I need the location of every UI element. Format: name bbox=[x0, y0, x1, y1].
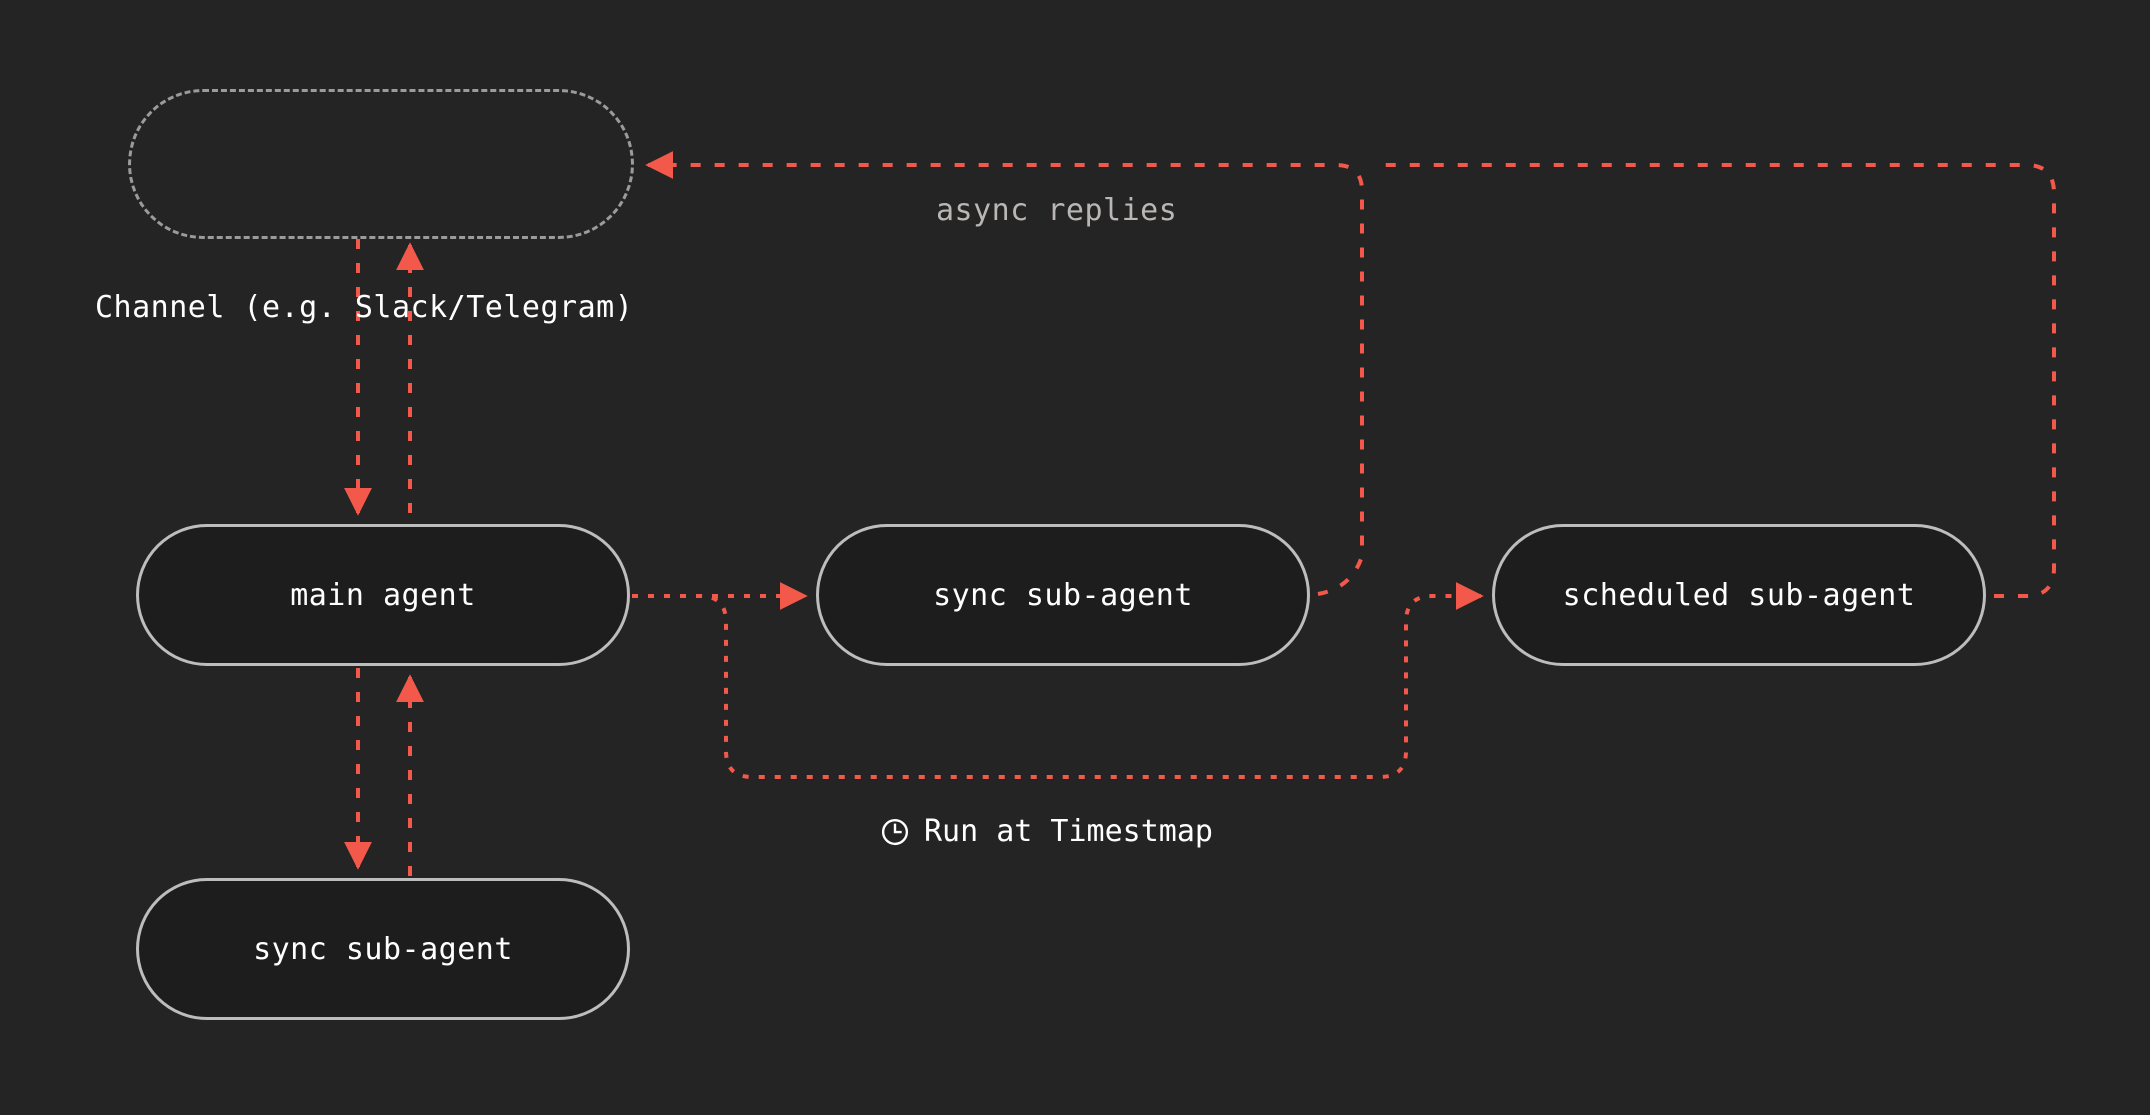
async-replies-label: async replies bbox=[936, 193, 1177, 228]
node-sync-sub-agent-mid[interactable]: sync sub-agent bbox=[816, 524, 1310, 666]
node-scheduled-sub-agent-label: scheduled sub-agent bbox=[1563, 578, 1916, 613]
channel-caption: Channel (e.g. Slack/Telegram) bbox=[95, 290, 633, 325]
node-sync-sub-agent-mid-label: sync sub-agent bbox=[933, 578, 1193, 613]
run-at-timestamp-text: Run at Timestmap bbox=[924, 814, 1213, 849]
async-replies-text: async replies bbox=[936, 193, 1177, 228]
run-at-timestamp-label: Run at Timestmap bbox=[880, 814, 1213, 849]
node-main-agent[interactable]: main agent bbox=[136, 524, 630, 666]
node-main-agent-label: main agent bbox=[290, 578, 476, 613]
node-sync-sub-agent-bottom[interactable]: sync sub-agent bbox=[136, 878, 630, 1020]
channel-caption-text: Channel (e.g. Slack/Telegram) bbox=[95, 290, 633, 325]
node-channel[interactable] bbox=[128, 89, 634, 239]
node-sync-sub-agent-bottom-label: sync sub-agent bbox=[253, 932, 513, 967]
node-scheduled-sub-agent[interactable]: scheduled sub-agent bbox=[1492, 524, 1986, 666]
clock-icon bbox=[880, 817, 910, 847]
